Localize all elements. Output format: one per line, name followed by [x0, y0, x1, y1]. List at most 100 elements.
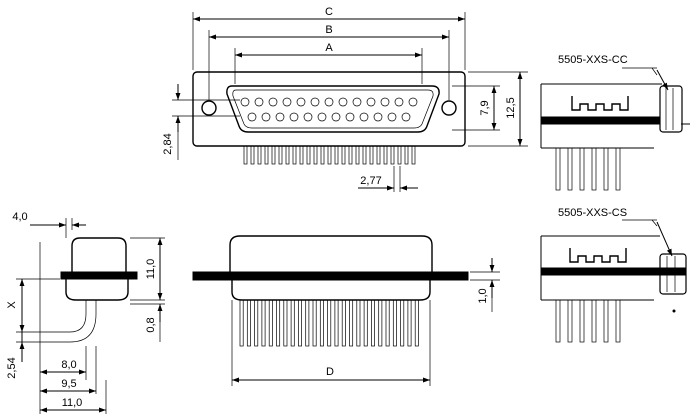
contact-pin-icon [387, 112, 397, 122]
pin-lead [292, 145, 297, 165]
pin-lead [411, 145, 416, 165]
contact-pin-icon [275, 112, 285, 122]
side-view-cc [540, 67, 690, 191]
pin-lead [261, 299, 266, 347]
contact-pin-icon [254, 97, 264, 107]
dim-12-5-label: 12,5 [505, 97, 517, 118]
pin-lead [355, 145, 360, 165]
pin-lead [390, 145, 395, 165]
pin-lead [334, 145, 339, 165]
dim-11-0-horizontal-label: 11,0 [62, 397, 83, 409]
front-pin-contacts [240, 97, 418, 122]
contact-pin-icon [331, 112, 341, 122]
pin-lead [362, 145, 367, 165]
front-view [192, 71, 466, 165]
pin-lead [313, 145, 318, 165]
dim-2-54-label: 2,54 [6, 357, 18, 378]
pin-lead [369, 145, 374, 165]
contact-pin-icon [261, 112, 271, 122]
pin-lead [268, 299, 273, 347]
pin-lead [299, 145, 304, 165]
contact-pin-icon [394, 97, 404, 107]
mounting-hole-left-icon [201, 100, 217, 116]
contact-pin-icon [268, 97, 278, 107]
pin-lead [298, 299, 302, 347]
pin-lead [378, 299, 383, 347]
pin-lead [290, 299, 295, 347]
dim-1-0-label: 1,0 [477, 288, 489, 303]
contact-pin-icon [240, 97, 250, 107]
pin-lead [392, 299, 397, 347]
dim-b-label: B [325, 24, 332, 36]
contact-pin-icon [247, 112, 257, 122]
pin-lead [334, 299, 339, 347]
pin-lead [555, 299, 561, 343]
dim-x-label: X [6, 301, 18, 309]
part-cs-label: 5505-XXS-CS [558, 207, 627, 219]
pin-lead [327, 145, 332, 165]
pin-lead [320, 145, 325, 165]
pin-lead [414, 299, 419, 347]
pin-lead [615, 299, 621, 343]
pin-lead [404, 145, 409, 165]
side-view-cs [540, 219, 687, 343]
pin-lead [278, 145, 283, 165]
pin-lead [319, 299, 324, 347]
dim-8-0-label: 8,0 [61, 359, 76, 371]
pin-lead [306, 145, 311, 165]
part-cc-label: 5505-XXS-CC [558, 54, 628, 66]
pin-lead [276, 299, 281, 347]
contact-pin-icon [324, 97, 334, 107]
pin-lead [603, 299, 609, 343]
pin-lead [283, 299, 288, 347]
dim-7-9-label: 7,9 [479, 100, 491, 115]
pin-lead [371, 299, 375, 347]
dim-d-label: D [326, 366, 334, 378]
left-side-view [16, 218, 165, 414]
pin-lead [348, 145, 353, 165]
pin-lead [312, 299, 317, 347]
pin-lead [603, 147, 609, 191]
pin-lead [239, 299, 244, 347]
pin-lead [327, 299, 332, 347]
contact-pin-icon [373, 112, 383, 122]
contact-pin-icon [359, 112, 369, 122]
contact-pin-icon [408, 97, 418, 107]
pin-lead [567, 147, 573, 191]
dim-2-84-label: 2,84 [162, 133, 174, 154]
pin-lead [400, 299, 405, 347]
pin-lead [567, 299, 573, 343]
dim-9-5-label: 9,5 [61, 378, 76, 390]
contact-pin-icon [289, 112, 299, 122]
pin-lead [555, 147, 561, 191]
bottom-pin-leads [243, 145, 416, 165]
front-view-dimensions [172, 12, 528, 192]
contact-pin-icon [380, 97, 390, 107]
dim-4-0-label: 4,0 [12, 211, 27, 223]
dim-11-0-vertical-label: 11,0 [145, 259, 157, 280]
pin-lead [397, 145, 402, 165]
pin-lead [591, 147, 597, 191]
contact-pin-icon [310, 97, 320, 107]
pin-lead [356, 299, 361, 347]
pin-lead [363, 299, 368, 347]
contact-pin-icon [317, 112, 327, 122]
pin-lead [376, 145, 381, 165]
contact-pin-icon [352, 97, 362, 107]
pin-lead [591, 299, 597, 343]
pin-lead [254, 299, 259, 347]
pin-lead [285, 145, 290, 165]
dim-0-8-label: 0,8 [145, 317, 157, 332]
contact-pin-icon [401, 112, 411, 122]
pin-lead [579, 299, 585, 343]
pin-lead [615, 147, 621, 191]
dim-a-label: A [325, 42, 333, 54]
pin-lead [243, 145, 248, 165]
pin-lead [341, 299, 346, 347]
dim-2-77-label: 2,77 [360, 175, 381, 187]
pin-lead [264, 145, 269, 165]
mounting-hole-right-icon [441, 100, 457, 116]
dim-c-label: C [325, 6, 333, 18]
pin-lead [271, 145, 276, 165]
